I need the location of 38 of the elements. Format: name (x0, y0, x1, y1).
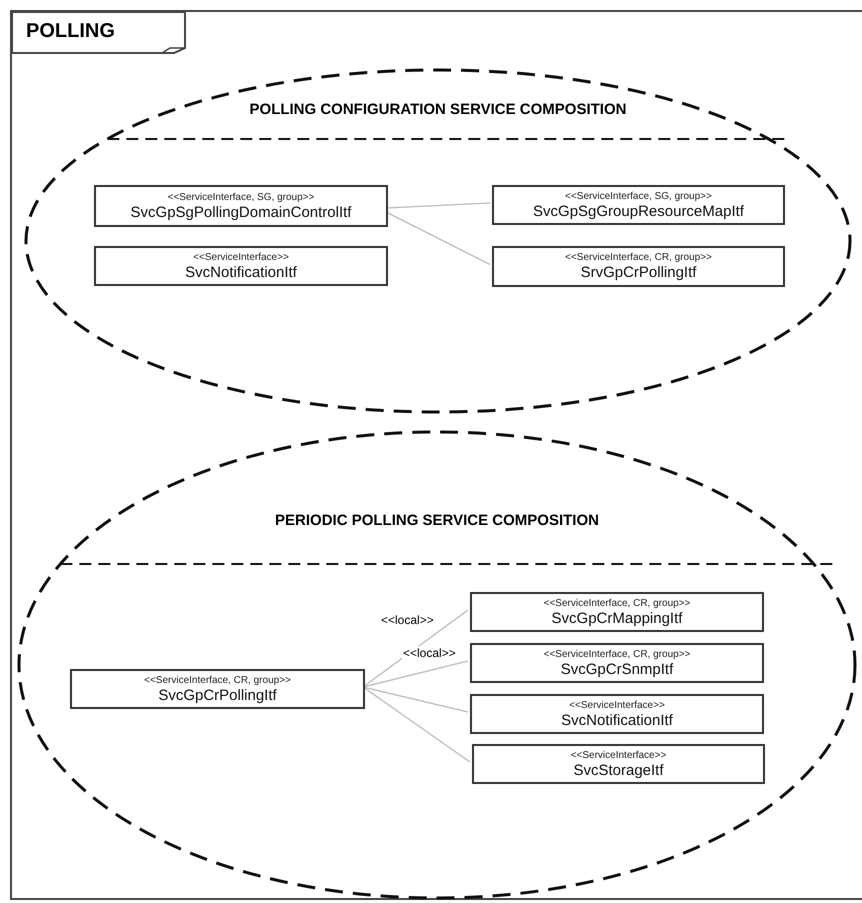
interface-name: SvcGpCrPollingItf (157, 686, 278, 704)
connector-line (386, 202, 490, 209)
frame-title: POLLING (26, 20, 115, 43)
composition-title: POLLING CONFIGURATION SERVICE COMPOSITION (250, 101, 626, 119)
interface-name: SvcNotificationItf (560, 712, 674, 728)
stereotype-text: <<ServiceInterface, CR, group>> (564, 252, 713, 264)
edge-label: <<local>> (380, 613, 435, 627)
stereotype-text: <<ServiceInterface, CR, group>> (143, 674, 292, 686)
interface-box (492, 185, 785, 225)
interface-box (70, 669, 365, 709)
interface-name: SvcGpCrMappingItf (550, 610, 684, 626)
interface-name: SvcGpCrSnmpItf (560, 660, 674, 678)
interface-box (94, 185, 388, 227)
interface-box (470, 694, 764, 734)
stereotype-text: <<ServiceInterface, CR, group>> (542, 648, 692, 660)
stereotype-text: <<ServiceInterface>> (192, 252, 290, 264)
interface-box (492, 246, 785, 287)
edge-label: <<local>> (402, 646, 457, 660)
package-frame (10, 10, 862, 900)
interface-name: SvcNotificationItf (184, 264, 298, 280)
stereotype-text: <<ServiceInterface, SG, group>> (166, 192, 316, 204)
stereotype-text: <<ServiceInterface>> (568, 700, 666, 712)
connector-line (362, 660, 468, 688)
interface-box (470, 592, 764, 632)
interface-box (470, 643, 764, 683)
interface-box (94, 246, 388, 286)
connector-line (386, 211, 490, 266)
interface-name: SvcGpSgPollingDomainControlItf (130, 204, 352, 220)
interface-name: SvcGpSgGroupResourceMapItf (532, 202, 745, 220)
connector-line (362, 686, 470, 763)
stereotype-text: <<ServiceInterface, CR, group>> (542, 598, 692, 610)
stereotype-text: <<ServiceInterface, SG, group>> (564, 190, 713, 202)
interface-box (472, 744, 765, 784)
interface-name: SrvGpCrPollingItf (580, 264, 698, 281)
composition-title: PERIODIC POLLING SERVICE COMPOSITION (275, 512, 599, 530)
stereotype-text: <<ServiceInterface>> (570, 750, 668, 762)
interface-name: SvcStorageItf (572, 762, 665, 778)
connector-line (362, 686, 468, 713)
